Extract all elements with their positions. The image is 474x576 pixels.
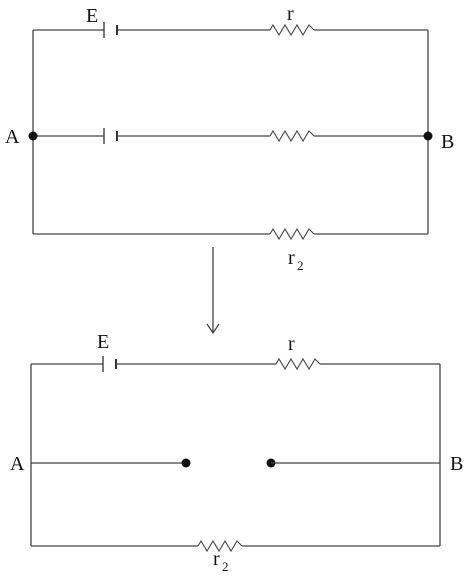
bottom-resistor-r2 <box>197 539 243 553</box>
top-node-b-dot <box>423 131 433 141</box>
top-resistor-r <box>269 23 315 37</box>
top-branch-middle <box>33 128 428 144</box>
top-resistor-r2 <box>269 227 315 241</box>
bottom-branch-lower <box>31 539 440 553</box>
top-branch-upper <box>33 22 428 38</box>
top-r-label: r <box>287 3 294 25</box>
bottom-branch-upper <box>31 356 440 372</box>
top-r2-subscript: 2 <box>297 258 304 273</box>
bottom-node-a-label: A <box>10 453 25 475</box>
bottom-branch-middle-open <box>31 458 440 468</box>
bottom-circuit: E r A B r 2 <box>10 331 463 574</box>
arrow-down-icon <box>206 247 220 335</box>
top-branch-lower <box>33 227 428 241</box>
top-emf-label: E <box>86 5 98 27</box>
top-node-a-dot <box>28 131 38 141</box>
bottom-emf-label: E <box>97 331 109 353</box>
bottom-r2-subscript: 2 <box>222 559 229 574</box>
bottom-node-b-label: B <box>450 453 463 475</box>
top-circuit: E r A B r 2 <box>5 3 454 273</box>
top-r2-label: r <box>288 247 295 269</box>
top-node-b-label: B <box>441 131 454 153</box>
bottom-resistor-r <box>275 357 321 371</box>
top-node-a-label: A <box>5 126 20 148</box>
bottom-node-left-dot <box>181 458 191 468</box>
top-resistor-middle <box>269 129 315 143</box>
bottom-r-label: r <box>288 333 295 355</box>
bottom-r2-label: r <box>213 548 220 570</box>
